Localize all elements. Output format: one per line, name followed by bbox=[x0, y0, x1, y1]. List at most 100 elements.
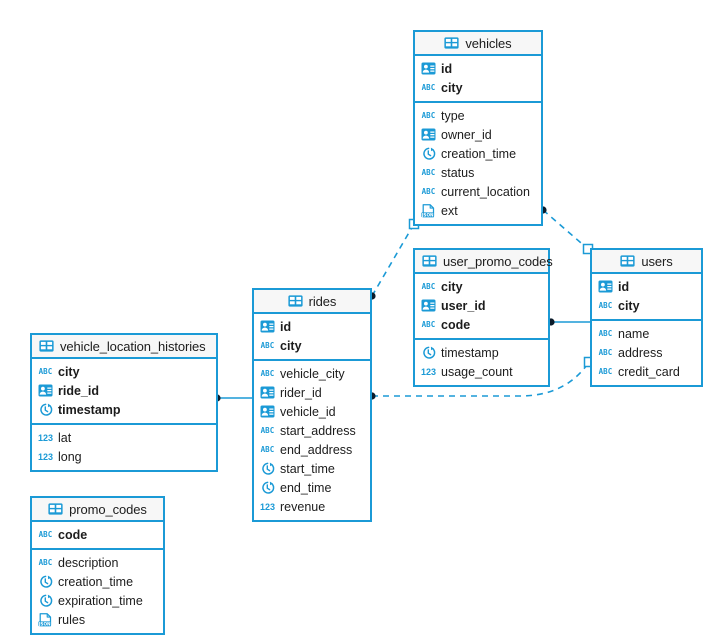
abc-icon: ABC bbox=[260, 444, 275, 454]
clock-icon bbox=[38, 594, 53, 608]
column-label: lat bbox=[58, 430, 72, 445]
table-header[interactable]: vehicles bbox=[415, 32, 541, 56]
table-name: user_promo_codes bbox=[443, 253, 553, 269]
column-row: start_time bbox=[254, 459, 370, 478]
table-icon bbox=[444, 37, 460, 49]
number-icon: 123 bbox=[421, 366, 437, 377]
column-label: city bbox=[441, 279, 463, 294]
relationship-vehicles-to-users bbox=[542, 209, 589, 250]
column-label: description bbox=[58, 555, 119, 570]
abc-icon: ABC bbox=[260, 368, 275, 378]
abc-icon: ABC bbox=[598, 328, 613, 338]
column-row: timestamp bbox=[32, 400, 216, 419]
column-label: timestamp bbox=[441, 345, 499, 360]
column-label: city bbox=[441, 80, 463, 95]
column-row: end_time bbox=[254, 478, 370, 497]
column-label: user_id bbox=[441, 298, 486, 313]
column-label: vehicle_id bbox=[280, 404, 336, 419]
column-row: id bbox=[415, 59, 541, 78]
column-label: rules bbox=[58, 612, 86, 627]
column-label: id bbox=[280, 319, 292, 334]
svg-text:JSON: JSON bbox=[421, 212, 434, 217]
column-label: end_time bbox=[280, 480, 332, 495]
column-row: ABC type bbox=[415, 106, 541, 125]
column-row: owner_id bbox=[415, 125, 541, 144]
columns-section: timestamp 123 usage_count bbox=[415, 340, 548, 385]
column-label: expiration_time bbox=[58, 593, 143, 608]
column-label: type bbox=[441, 108, 465, 123]
abc-icon: ABC bbox=[598, 366, 613, 376]
column-row: id bbox=[254, 317, 370, 336]
column-label: creation_time bbox=[441, 146, 517, 161]
column-label: current_location bbox=[441, 184, 530, 199]
uuid-icon bbox=[421, 62, 436, 75]
column-label: revenue bbox=[280, 499, 326, 514]
abc-icon: ABC bbox=[598, 347, 613, 357]
column-row: rider_id bbox=[254, 383, 370, 402]
column-row: creation_time bbox=[32, 572, 163, 591]
column-label: code bbox=[58, 527, 88, 542]
column-label: credit_card bbox=[618, 364, 680, 379]
table-header[interactable]: promo_codes bbox=[32, 498, 163, 522]
column-row: timestamp bbox=[415, 343, 548, 362]
column-label: city bbox=[280, 338, 302, 353]
clock-icon bbox=[38, 403, 53, 417]
column-label: owner_id bbox=[441, 127, 492, 142]
column-label: ride_id bbox=[58, 383, 99, 398]
column-label: name bbox=[618, 326, 650, 341]
uuid-icon bbox=[421, 299, 436, 312]
table-icon bbox=[48, 503, 63, 515]
column-row: vehicle_id bbox=[254, 402, 370, 421]
uuid-icon bbox=[598, 280, 613, 293]
svg-text:JSON: JSON bbox=[38, 621, 51, 626]
column-label: usage_count bbox=[441, 364, 513, 379]
abc-icon: ABC bbox=[421, 110, 436, 120]
table-header[interactable]: users bbox=[592, 250, 701, 274]
column-row: JSON rules bbox=[32, 610, 163, 629]
number-icon: 123 bbox=[38, 451, 54, 462]
table-header[interactable]: user_promo_codes bbox=[415, 250, 553, 274]
column-label: rider_id bbox=[280, 385, 322, 400]
column-label: timestamp bbox=[58, 402, 121, 417]
column-label: city bbox=[58, 364, 80, 379]
table-header[interactable]: rides bbox=[254, 290, 370, 314]
abc-icon: ABC bbox=[421, 319, 436, 329]
column-label: city bbox=[618, 298, 640, 313]
column-row: id bbox=[592, 277, 701, 296]
table-name: promo_codes bbox=[69, 501, 147, 517]
clock-icon bbox=[260, 481, 275, 495]
column-label: start_address bbox=[280, 423, 356, 438]
table-icon bbox=[288, 295, 303, 307]
column-row: ride_id bbox=[32, 381, 216, 400]
column-label: start_time bbox=[280, 461, 335, 476]
table-name: vehicles bbox=[465, 35, 512, 51]
table-header[interactable]: vehicle_location_histories bbox=[32, 335, 216, 359]
abc-icon: ABC bbox=[421, 167, 436, 177]
column-label: creation_time bbox=[58, 574, 134, 589]
uuid-icon bbox=[260, 405, 275, 418]
table-icon bbox=[620, 255, 635, 267]
table-icon bbox=[39, 340, 54, 352]
